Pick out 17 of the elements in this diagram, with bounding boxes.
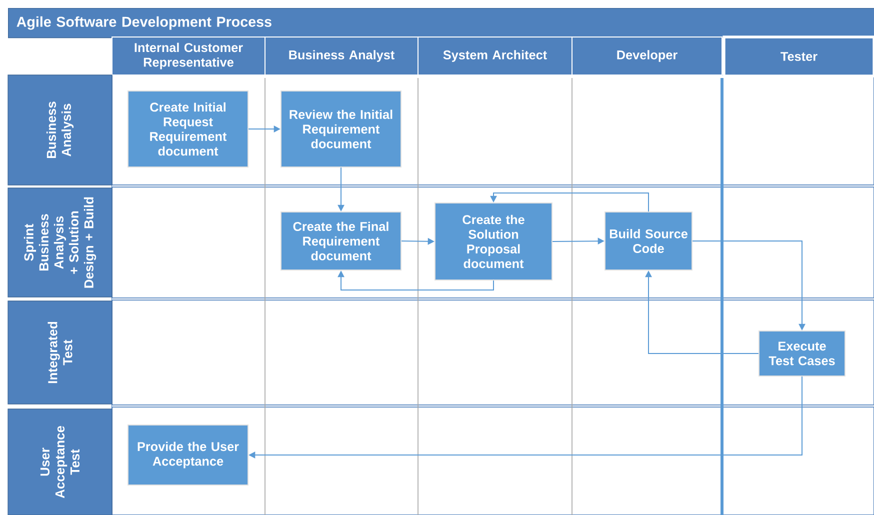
row-header: Integrated Test	[8, 300, 112, 404]
row-header: User Acceptance Test	[8, 408, 112, 515]
column-header: Business Analyst	[264, 36, 418, 76]
process-box: Create the Final Requirement document	[280, 212, 402, 270]
column-header: System Architect	[418, 36, 572, 76]
row-header: Sprint Business Analysis + Solution Design + Build	[8, 188, 112, 298]
process-box: Build Source Code	[604, 212, 692, 270]
column-header: Internal Customer Representative	[112, 36, 266, 76]
process-box: Provide the User Acceptance	[128, 424, 248, 486]
process-box: Create Initial Request Requirement document	[128, 90, 248, 168]
arrow	[490, 192, 649, 212]
column-header: Developer	[572, 36, 722, 76]
row-header: Business Analysis	[8, 74, 112, 186]
process-box: Review the Initial Requirement document	[280, 90, 402, 168]
process-box: Create the Solution Proposal document	[434, 202, 552, 280]
column-header: Tester	[722, 36, 874, 78]
process-box: Execute Test Cases	[758, 330, 846, 376]
